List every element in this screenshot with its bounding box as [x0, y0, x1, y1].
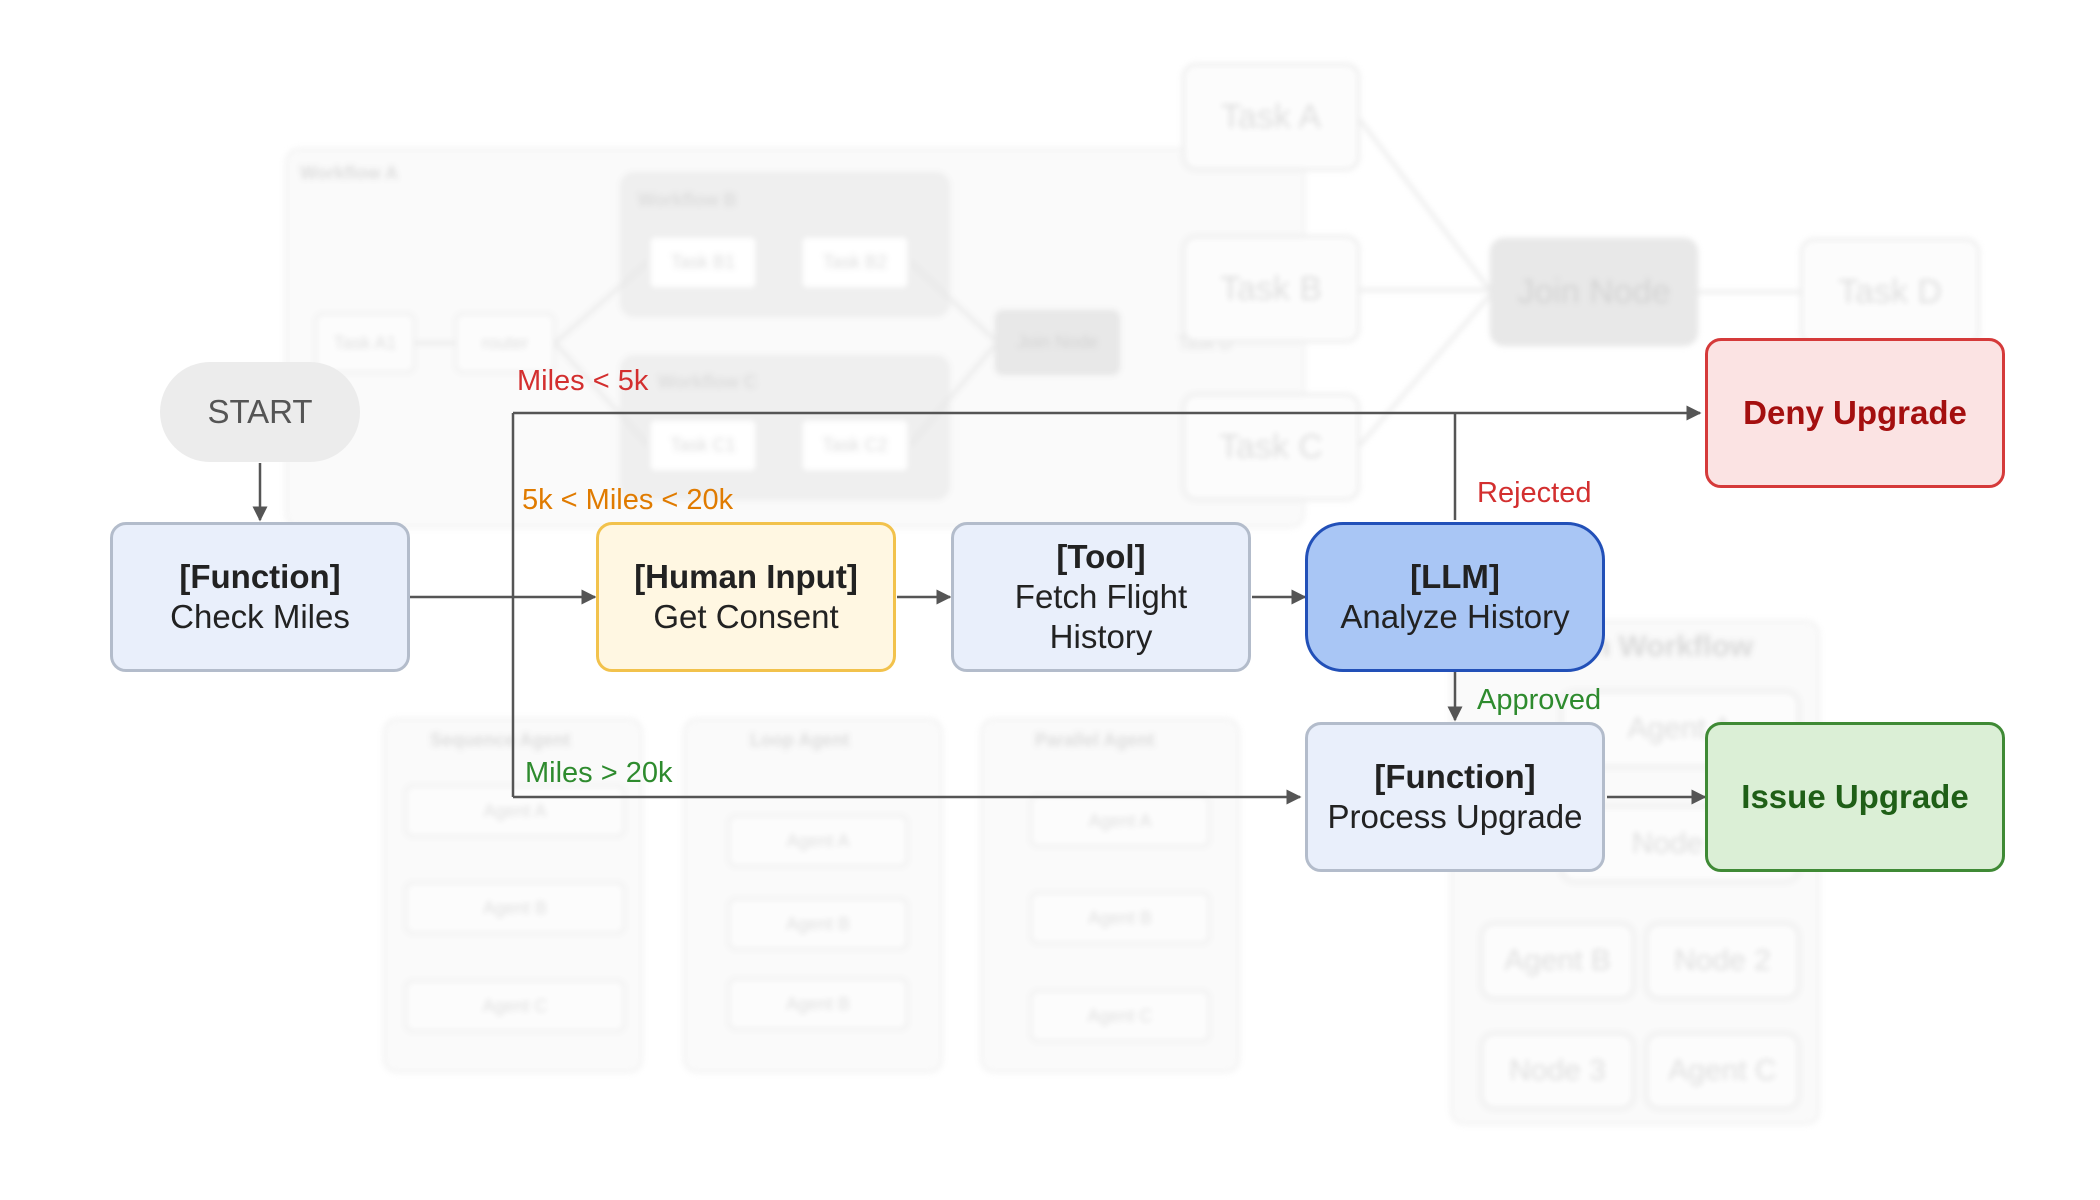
get-consent-kind: [Human Input]	[634, 558, 858, 595]
custom-agent-c: Agent C	[1645, 1032, 1800, 1110]
task-a-box: Task A	[1182, 63, 1360, 171]
parallel-agent-a: Agent A	[1030, 795, 1210, 847]
loop-agent-b2: Agent B	[728, 978, 908, 1030]
edge-label-miles-high: Miles > 20k	[525, 757, 673, 789]
task-a1-box: Task A1	[315, 313, 415, 373]
check-miles-label: Check Miles	[170, 598, 350, 635]
process-upgrade-node[interactable]: [Function] Process Upgrade	[1305, 722, 1605, 872]
workflow-b-title: Workflow B	[638, 190, 737, 210]
inner-join-box: Join Node	[995, 310, 1120, 375]
get-consent-node[interactable]: [Human Input] Get Consent	[596, 522, 896, 672]
get-consent-label: Get Consent	[653, 598, 839, 635]
sequence-agent-a: Agent A	[405, 785, 625, 837]
task-c-box: Task C	[1182, 393, 1360, 501]
workflow-c-title: Workflow C	[658, 372, 757, 392]
analyze-history-node[interactable]: [LLM] Analyze History	[1305, 522, 1605, 672]
analyze-history-kind: [LLM]	[1410, 558, 1500, 595]
edge-label-miles-low: Miles < 5k	[517, 365, 649, 397]
join-node-box: Join Node	[1490, 238, 1698, 346]
parallel-agent-title: Parallel Agent	[1035, 730, 1155, 750]
sequence-agent-b: Agent B	[405, 882, 625, 934]
parallel-agent-b: Agent B	[1030, 892, 1210, 944]
fetch-history-label: Fetch Flight History	[1014, 578, 1188, 655]
process-upgrade-label: Process Upgrade	[1327, 798, 1583, 835]
edge-label-approved: Approved	[1477, 684, 1602, 716]
edge-label-rejected: Rejected	[1477, 477, 1592, 509]
task-b-box: Task B	[1182, 235, 1360, 343]
start-node[interactable]: START	[160, 362, 360, 462]
custom-node-2: Node 2	[1645, 922, 1800, 1000]
sequence-agent-c: Agent C	[405, 980, 625, 1032]
analyze-history-label: Analyze History	[1340, 598, 1570, 635]
parallel-agent-c: Agent C	[1030, 990, 1210, 1042]
edge-label-miles-mid: 5k < Miles < 20k	[522, 484, 734, 516]
task-c1-box: Task C1	[648, 418, 758, 473]
deny-upgrade-label: Deny Upgrade	[1743, 394, 1967, 431]
check-miles-node[interactable]: [Function] Check Miles	[110, 522, 410, 672]
custom-node-3: Node 3	[1480, 1032, 1635, 1110]
task-b2-box: Task B2	[800, 235, 910, 290]
check-miles-kind: [Function]	[179, 558, 341, 595]
loop-agent-title: Loop Agent	[750, 730, 850, 750]
fetch-history-kind: [Tool]	[1056, 538, 1146, 575]
issue-upgrade-label: Issue Upgrade	[1741, 778, 1969, 815]
start-label: START	[207, 393, 313, 430]
router-box: router	[455, 313, 555, 373]
loop-agent-a: Agent A	[728, 815, 908, 867]
deny-upgrade-node[interactable]: Deny Upgrade	[1705, 338, 2005, 488]
task-b1-box: Task B1	[648, 235, 758, 290]
sequence-agent-title: Sequence Agent	[430, 730, 571, 750]
issue-upgrade-node[interactable]: Issue Upgrade	[1705, 722, 2005, 872]
custom-workflow-title: n Workflow	[1592, 630, 1754, 663]
loop-agent-b1: Agent B	[728, 898, 908, 950]
task-c2-box: Task C2	[800, 418, 910, 473]
process-upgrade-kind: [Function]	[1374, 758, 1536, 795]
fetch-history-node[interactable]: [Tool] Fetch Flight History	[951, 522, 1251, 672]
custom-agent-b: Agent B	[1480, 922, 1635, 1000]
workflow-a-title: Workflow A	[300, 163, 398, 183]
